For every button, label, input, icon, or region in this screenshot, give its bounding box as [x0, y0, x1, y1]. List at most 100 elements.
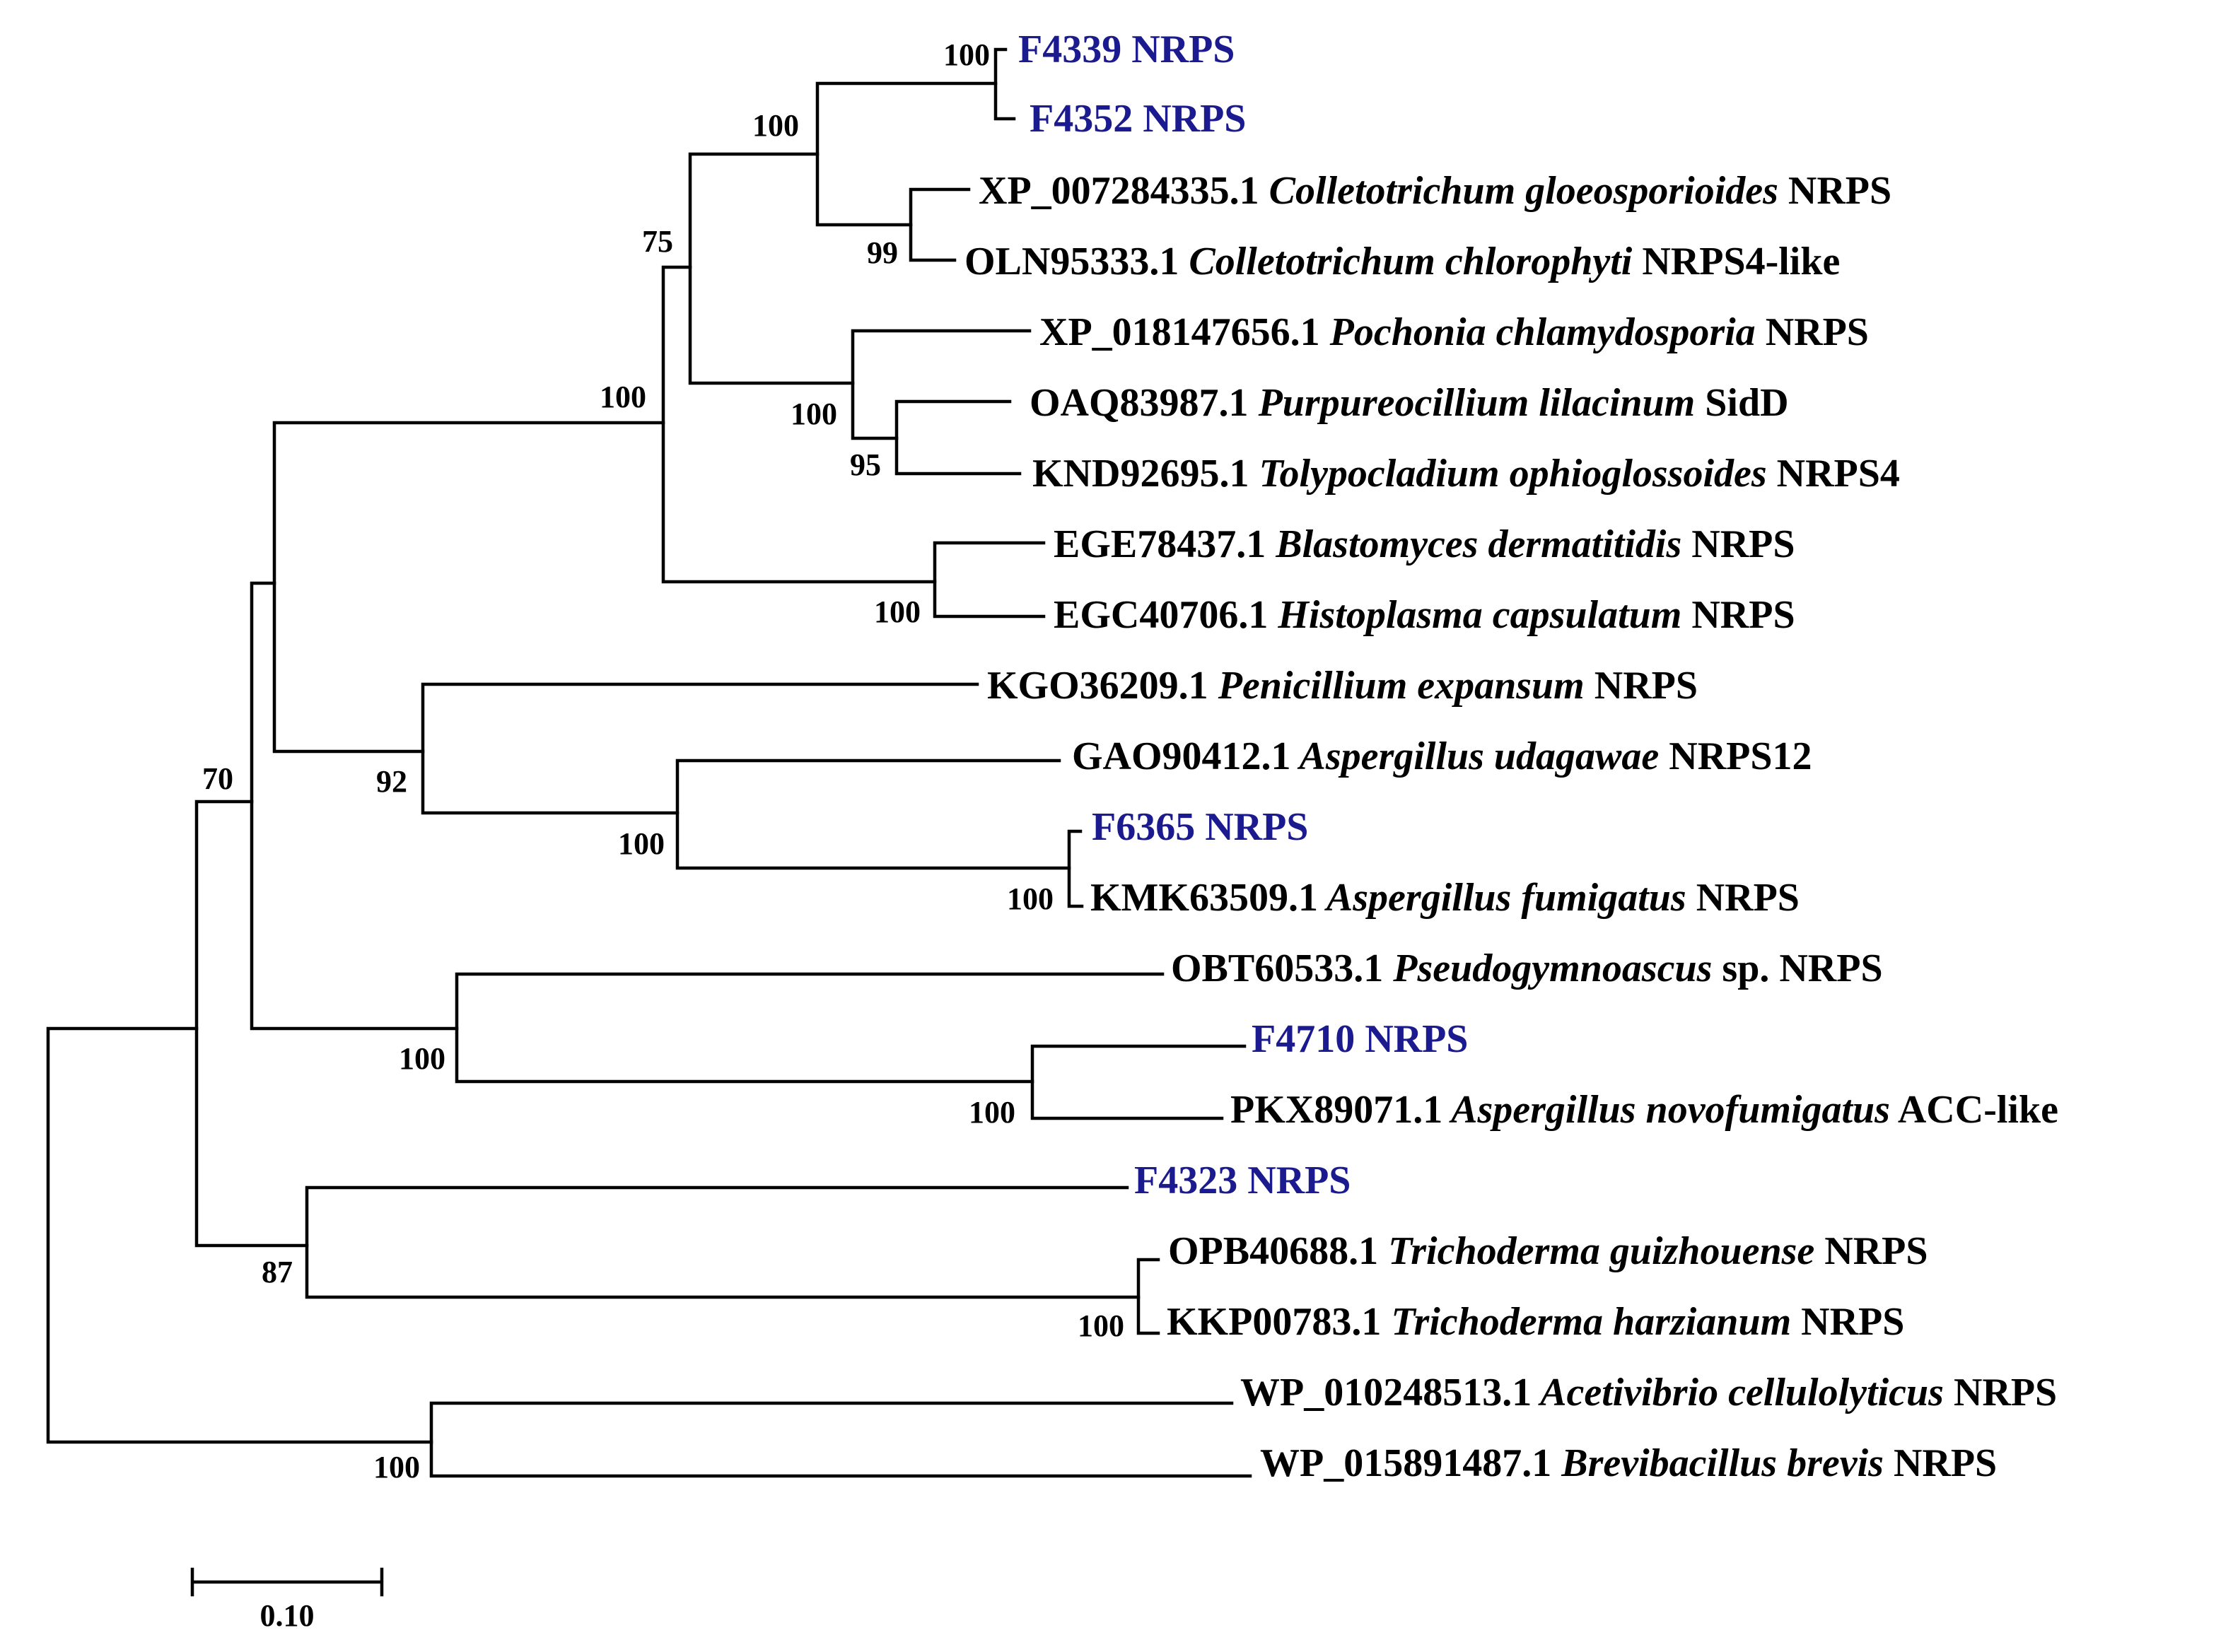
leaf-accession: KKP00783.1 [1167, 1300, 1381, 1344]
leaf-label: F4352 NRPS [1030, 97, 1246, 141]
branch-node-100-h [1030, 1044, 1247, 1120]
leaf-suffix: NRPS [1814, 1229, 1928, 1273]
bootstrap-label: 100 [943, 37, 990, 72]
leaf-species: Histoplasma capsulatum [1268, 593, 1681, 637]
bootstrap-label: 95 [850, 447, 881, 482]
scale-bar-label: 0.10 [260, 1598, 315, 1633]
leaf-accession: XP_007284335.1 [979, 169, 1259, 213]
leaf-label: F4339 NRPS [1018, 28, 1235, 71]
leaf-suffix: NRPS4 [1767, 452, 1900, 496]
leaf-species: Blastomyces dermatitidis [1266, 522, 1681, 566]
leaf-label: KKP00783.1 Trichoderma harzianum NRPS [1167, 1300, 1904, 1344]
branch-root [46, 1026, 433, 1444]
leaf-species: Trichoderma guizhouense [1378, 1229, 1814, 1273]
leaf-species: Aspergillus fumigatus [1318, 876, 1686, 920]
leaf-suffix: ACC-like [1890, 1088, 2058, 1132]
bootstrap-label: 100 [1007, 881, 1054, 916]
leaf-label: OLN95333.1 Colletotrichum chlorophyti NR… [964, 240, 1840, 283]
leaf-suffix: NRPS12 [1659, 734, 1812, 778]
leaf-label: PKX89071.1 Aspergillus novofumigatus ACC… [1230, 1088, 2058, 1132]
branch-node-92 [421, 682, 979, 815]
branch-node-100-b [993, 47, 1016, 121]
leaf-accession: KND92695.1 [1032, 452, 1249, 496]
leaf-suffix: NRPS [1778, 169, 1891, 213]
leaf-label: EGE78437.1 Blastomyces dermatitidis NRPS [1054, 522, 1795, 566]
leaf-species: Purpureocillium lilacinum [1249, 381, 1696, 425]
leaf-species: Trichoderma harzianum [1381, 1300, 1791, 1344]
branch-node-100-j [429, 1401, 1252, 1478]
leaf-label: KND92695.1 Tolypocladium ophioglossoides… [1032, 452, 1900, 496]
leaf-accession: OPB40688.1 [1168, 1229, 1378, 1273]
branch-node-100-main [661, 265, 937, 584]
bootstrap-label: 100 [399, 1041, 445, 1076]
leaf-suffix: NRPS [1681, 522, 1795, 566]
bootstrap-label: 100 [600, 380, 646, 414]
leaf-suffix: SidD [1695, 381, 1788, 425]
leaf-suffix: NRPS [1944, 1371, 2057, 1414]
leaf-label: XP_007284335.1 Colletotrichum gloeospori… [979, 169, 1891, 213]
leaf-species: Pochonia chlamydosporia [1320, 310, 1756, 354]
branch-node-inner [250, 581, 459, 1031]
leaf-species: Penicillium expansum [1208, 664, 1585, 708]
leaf-suffix: NRPS [1585, 664, 1698, 708]
leaf-suffix: NRPS [1681, 593, 1795, 637]
leaf-suffix: sp. NRPS [1712, 947, 1882, 990]
scale-bar: 0.10 [190, 1567, 384, 1633]
leaf-accession: PKX89071.1 [1230, 1088, 1442, 1132]
leaf-label: OPB40688.1 Trichoderma guizhouense NRPS [1168, 1229, 1928, 1273]
bootstrap-label: 75 [642, 224, 673, 259]
branch-node-100-e [675, 758, 1071, 870]
branch-node-100-d [933, 541, 1046, 619]
leaf-label: F4323 NRPS [1134, 1159, 1351, 1202]
branch-node-100-i [1136, 1258, 1160, 1335]
leaf-suffix: NRPS [1884, 1441, 1997, 1485]
bootstrap-labels: 100 100 99 75 100 95 100 100 92 100 100 … [202, 37, 1124, 1484]
leaf-species: Colletotrichum gloeosporioides [1259, 169, 1778, 213]
bootstrap-label: 100 [373, 1450, 420, 1484]
leaf-species: Brevibacillus brevis [1551, 1441, 1884, 1485]
leaf-label: EGC40706.1 Histoplasma capsulatum NRPS [1054, 593, 1795, 637]
leaf-species: Acetivibrio cellulolyticus [1532, 1371, 1944, 1414]
scale-bar-line [190, 1567, 384, 1597]
bootstrap-label: 99 [867, 235, 898, 270]
branch-node-70 [194, 799, 309, 1248]
leaf-accession: KMK63509.1 [1090, 876, 1318, 920]
branch-node-upper [272, 421, 665, 754]
leaf-species: Aspergillus novofumigatus [1442, 1088, 1890, 1132]
leaf-label: XP_018147656.1 Pochonia chlamydosporia N… [1039, 310, 1869, 354]
branch-node-100-c [851, 329, 1032, 440]
leaf-label: WP_010248513.1 Acetivibrio cellulolyticu… [1240, 1371, 2057, 1414]
bootstrap-label: 92 [376, 764, 407, 799]
bootstrap-label: 87 [262, 1255, 293, 1289]
leaf-label: KMK63509.1 Aspergillus fumigatus NRPS [1090, 876, 1800, 920]
bootstrap-label: 100 [874, 594, 921, 629]
leaf-suffix: NRPS [1686, 876, 1800, 920]
bootstrap-label: 100 [969, 1095, 1015, 1130]
leaf-accession: F4710 NRPS [1252, 1017, 1468, 1061]
tree-branches [46, 47, 1252, 1478]
leaf-accession: OAQ83987.1 [1030, 381, 1249, 425]
leaf-accession: F6365 NRPS [1092, 805, 1308, 849]
leaf-species: Aspergillus udagawae [1291, 734, 1660, 778]
leaf-label: OBT60533.1 Pseudogymnoascus sp. NRPS [1171, 947, 1883, 990]
leaf-species: Colletotrichum chlorophyti [1179, 240, 1632, 283]
branch-node-100-a [815, 81, 998, 227]
leaf-accession: EGC40706.1 [1054, 593, 1268, 637]
leaf-label: GAO90412.1 Aspergillus udagawae NRPS12 [1072, 734, 1812, 778]
leaf-species: Tolypocladium ophioglossoides [1249, 452, 1766, 496]
branch-node-95 [894, 399, 1022, 476]
bootstrap-label: 100 [752, 108, 799, 143]
leaf-accession: OLN95333.1 [964, 240, 1179, 283]
branch-node-100-g [455, 972, 1165, 1084]
leaf-accession: GAO90412.1 [1072, 734, 1291, 778]
leaf-labels: F4339 NRPS F4352 NRPS XP_007284335.1 Colle… [964, 28, 2058, 1485]
leaf-accession: KGO36209.1 [987, 664, 1208, 708]
leaf-accession: F4352 NRPS [1030, 97, 1246, 141]
leaf-suffix: NRPS [1791, 1300, 1904, 1344]
bootstrap-label: 100 [791, 397, 837, 431]
leaf-accession: EGE78437.1 [1054, 522, 1266, 566]
leaf-accession: WP_015891487.1 [1260, 1441, 1551, 1485]
bootstrap-label: 100 [618, 826, 665, 861]
leaf-label: OAQ83987.1 Purpureocillium lilacinum Sid… [1030, 381, 1789, 425]
